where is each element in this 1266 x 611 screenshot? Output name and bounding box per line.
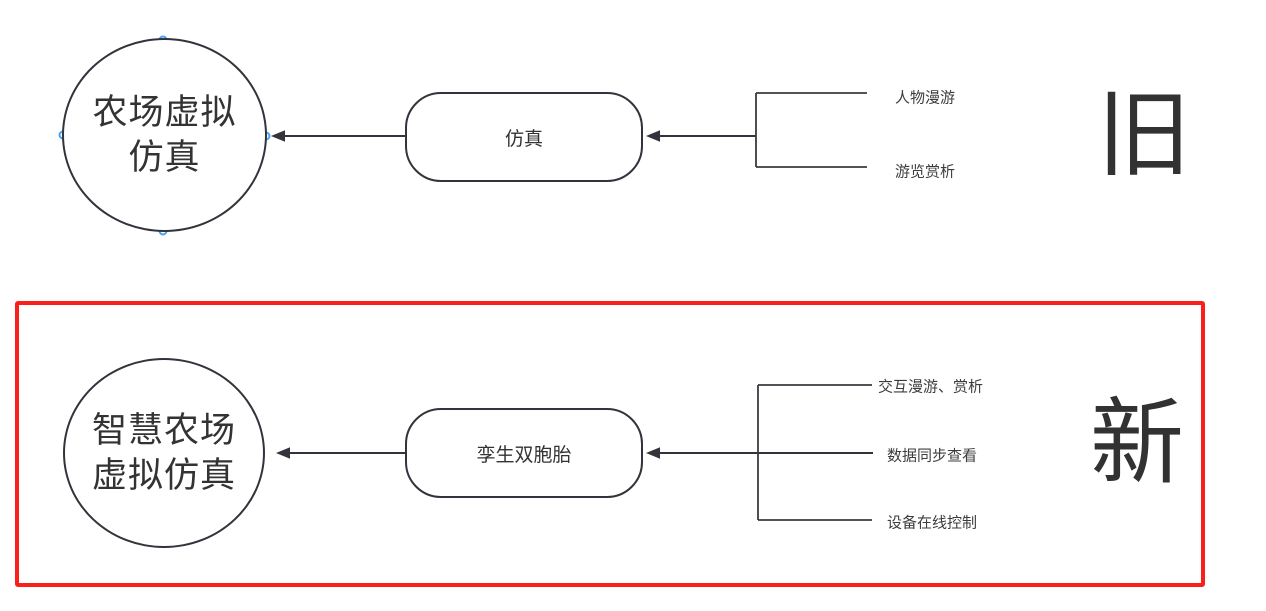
old-mid-node[interactable]: 仿真 (405, 92, 643, 182)
new-mid-node-label: 孪生双胞胎 (476, 444, 572, 466)
new-section-highlight-box[interactable] (15, 301, 1205, 587)
new-branch-label-3[interactable]: 设备在线控制 (887, 514, 978, 532)
old-central-node-text-line2: 仿真 (128, 138, 201, 177)
old-era-label[interactable]: 旧 (1097, 82, 1192, 187)
new-mid-node[interactable]: 孪生双胞胎 (405, 408, 643, 498)
old-arrowhead-at-box (646, 130, 660, 142)
old-bracket (755, 92, 867, 168)
new-branch-label-1[interactable]: 交互漫游、赏析 (878, 378, 984, 396)
old-branch-label-1[interactable]: 人物漫游 (895, 89, 956, 107)
new-branch-label-2[interactable]: 数据同步查看 (887, 447, 978, 465)
old-branch-label-2[interactable]: 游览赏析 (895, 163, 956, 181)
old-central-node[interactable]: 农场虚拟 仿真 (62, 38, 267, 232)
old-mid-node-label: 仿真 (504, 128, 543, 150)
old-arrowhead-at-circle (271, 130, 285, 142)
new-era-label[interactable]: 新 (1090, 390, 1185, 495)
new-central-node[interactable]: 智慧农场 虚拟仿真 (63, 358, 265, 548)
new-central-node-text-line1: 智慧农场 (91, 411, 236, 450)
new-central-node-text-line2: 虚拟仿真 (91, 456, 236, 495)
old-central-node-text-line1: 农场虚拟 (92, 93, 237, 132)
